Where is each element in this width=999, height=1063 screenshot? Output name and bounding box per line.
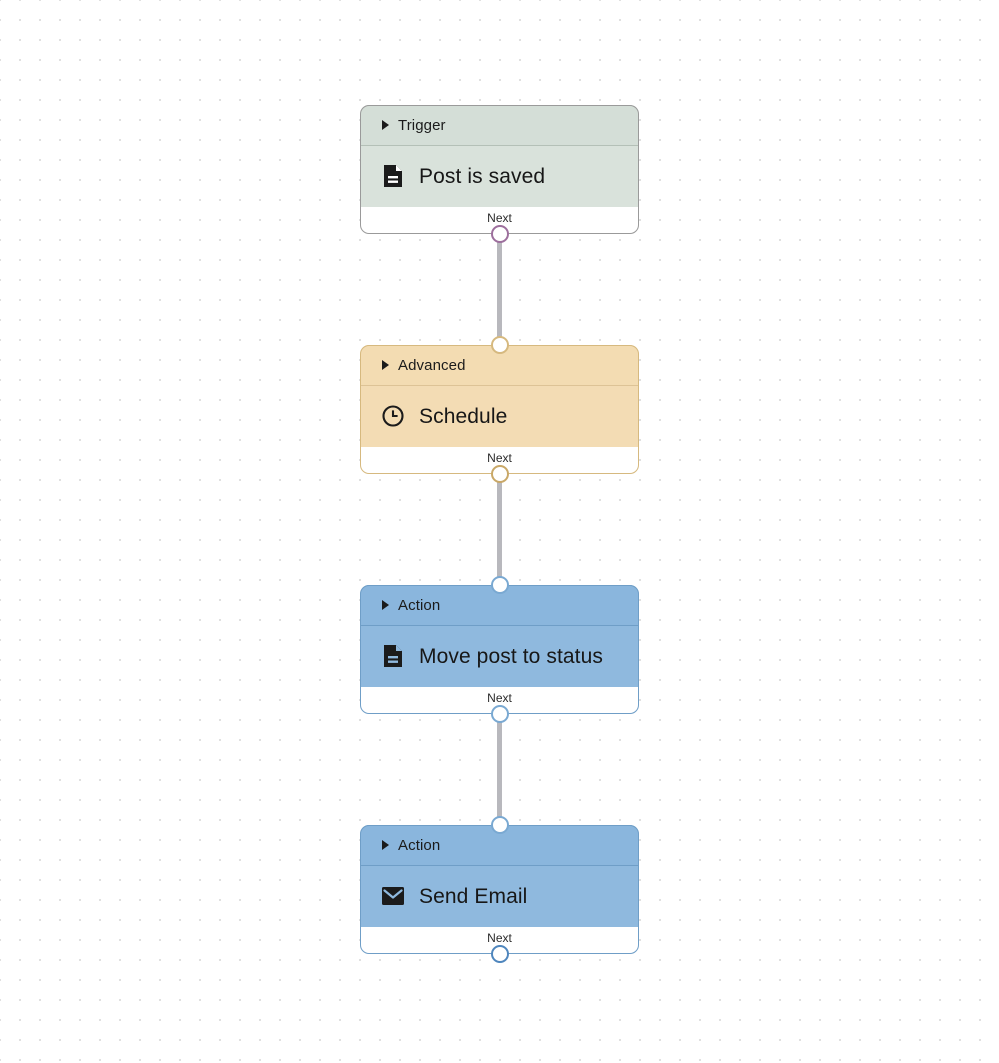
node-footer-advanced: Next — [360, 447, 639, 474]
node-category-label: Action — [398, 596, 441, 614]
chevron-right-icon[interactable] — [382, 600, 389, 610]
node-body-advanced[interactable]: Schedule — [360, 385, 639, 447]
clock-icon — [380, 403, 406, 429]
next-label: Next — [487, 691, 512, 705]
chevron-right-icon[interactable] — [382, 120, 389, 130]
output-port-advanced[interactable] — [491, 465, 509, 483]
next-label: Next — [487, 931, 512, 945]
input-port-advanced[interactable] — [491, 336, 509, 354]
node-header-divider — [360, 625, 639, 626]
document-icon — [380, 163, 406, 189]
workflow-node-action-move[interactable]: Action Move post to status Next — [360, 585, 639, 714]
node-category-label: Trigger — [398, 116, 446, 134]
node-header-divider — [360, 865, 639, 866]
output-port-action-email[interactable] — [491, 945, 509, 963]
node-category-label: Action — [398, 836, 441, 854]
workflow-node-action-email[interactable]: Action Send Email Next — [360, 825, 639, 954]
node-body-action-move[interactable]: Move post to status — [360, 625, 639, 687]
node-title: Move post to status — [419, 644, 603, 668]
envelope-icon — [380, 883, 406, 909]
node-title: Schedule — [419, 404, 508, 428]
node-header-divider — [360, 145, 639, 146]
workflow-node-advanced[interactable]: Advanced Schedule Next — [360, 345, 639, 474]
node-body-action-email[interactable]: Send Email — [360, 865, 639, 927]
next-label: Next — [487, 211, 512, 225]
edge-trigger-to-advanced[interactable] — [497, 234, 502, 345]
node-header-trigger[interactable]: Trigger — [360, 105, 639, 145]
node-header-advanced[interactable]: Advanced — [360, 345, 639, 385]
document-icon — [380, 643, 406, 669]
node-title: Send Email — [419, 884, 528, 908]
next-label: Next — [487, 451, 512, 465]
output-port-trigger[interactable] — [491, 225, 509, 243]
node-header-divider — [360, 385, 639, 386]
node-category-label: Advanced — [398, 356, 466, 374]
workflow-node-trigger[interactable]: Trigger Post is saved Next — [360, 105, 639, 234]
edge-action-move-to-action-email[interactable] — [497, 714, 502, 825]
chevron-right-icon[interactable] — [382, 840, 389, 850]
node-title: Post is saved — [419, 164, 546, 188]
chevron-right-icon[interactable] — [382, 360, 389, 370]
input-port-action-move[interactable] — [491, 576, 509, 594]
node-body-trigger[interactable]: Post is saved — [360, 145, 639, 207]
input-port-action-email[interactable] — [491, 816, 509, 834]
output-port-action-move[interactable] — [491, 705, 509, 723]
edge-advanced-to-action-move[interactable] — [497, 474, 502, 585]
